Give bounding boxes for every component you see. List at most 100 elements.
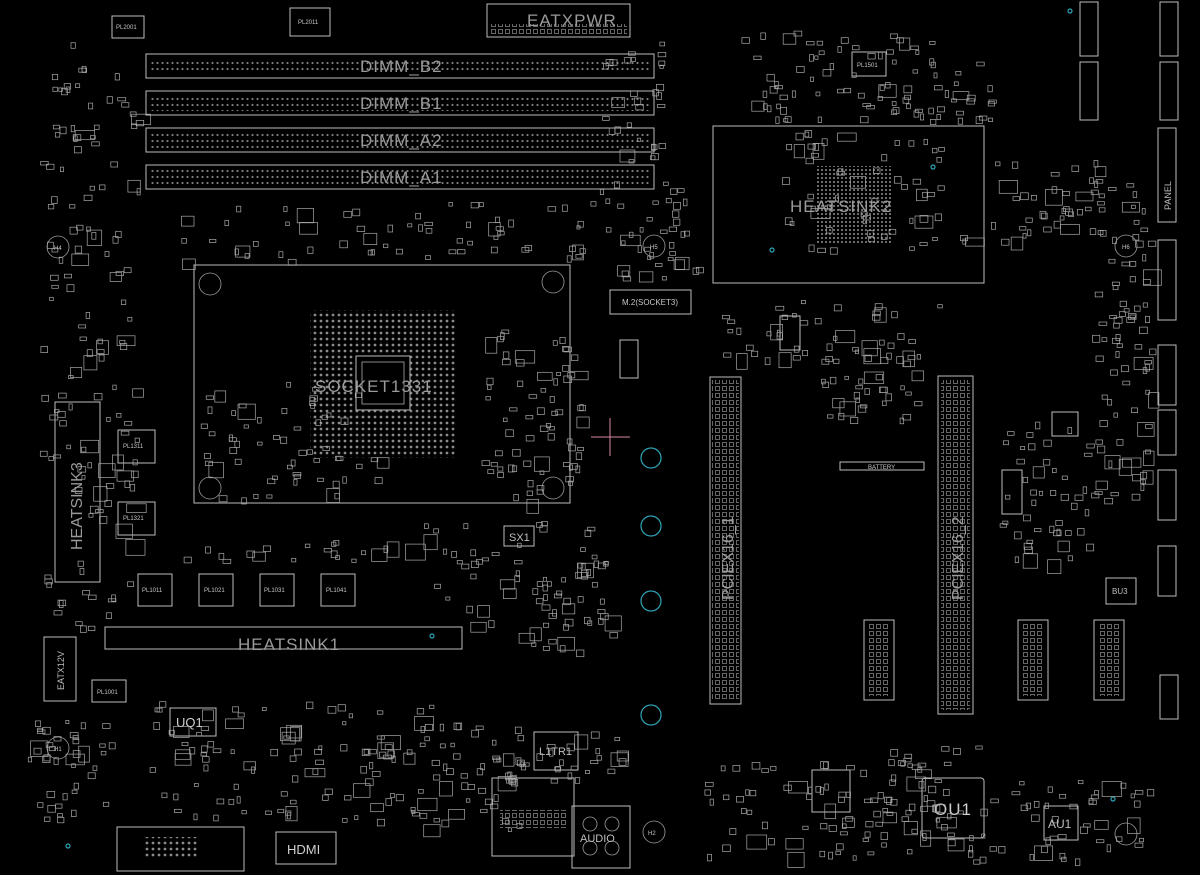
smd-pad: [800, 300, 806, 305]
smd-pad: [1019, 781, 1025, 786]
smd-pad: [785, 838, 804, 850]
smd-pad: [656, 92, 662, 100]
smd-pad: [779, 94, 788, 101]
smd-pad: [547, 206, 557, 212]
smd-pad: [903, 821, 918, 836]
smd-pad: [370, 457, 379, 463]
smd-pad: [764, 357, 771, 366]
smd-pad: [880, 832, 888, 840]
smd-pad: [1092, 334, 1101, 343]
audio-jack[interactable]: AUDIO: [571, 805, 631, 869]
smd-pad: [908, 803, 916, 812]
smd-pad: [415, 212, 421, 220]
smd-pad: [79, 336, 87, 341]
smd-pad: [368, 748, 377, 755]
smd-pad: [356, 463, 363, 470]
smd-pad: [998, 846, 1006, 854]
smd-pad: [93, 393, 103, 401]
smd-pad: [541, 604, 551, 611]
smd-pad: [825, 227, 833, 234]
eatx12v-connector[interactable]: EATX12V: [43, 636, 77, 702]
smd-pad: [453, 722, 463, 730]
smd-pad: [72, 738, 80, 745]
cpu-socket[interactable]: SOCKET1331: [193, 264, 571, 504]
pciex16-1-slot[interactable]: PCIEX16_1: [709, 376, 742, 705]
smd-pad: [1035, 421, 1041, 430]
smd-pad: [1132, 474, 1141, 482]
smd-pad: [888, 228, 897, 235]
hdmi-port[interactable]: HDMI: [275, 831, 337, 865]
smd-pad: [569, 463, 578, 470]
smd-pad: [1061, 475, 1068, 480]
smd-pad: [622, 276, 632, 282]
smd-pad: [652, 200, 659, 205]
smd-pad: [280, 791, 288, 797]
smd-pad: [69, 226, 78, 235]
smd-pad: [857, 405, 867, 413]
smd-pad: [44, 578, 53, 585]
smd-pad: [914, 401, 923, 407]
smd-pad: [234, 458, 242, 465]
smd-pad: [57, 411, 66, 418]
smd-pad: [1020, 192, 1029, 201]
smd-pad: [817, 247, 826, 253]
smd-pad: [574, 777, 581, 784]
smd-pad: [225, 718, 244, 729]
smd-pad: [624, 57, 632, 64]
smd-pad: [515, 570, 520, 577]
smd-pad: [540, 521, 548, 526]
smd-pad: [1034, 845, 1053, 861]
smd-pad: [607, 768, 616, 775]
eatxpwr-connector[interactable]: EATXPWR: [486, 3, 631, 38]
dvi-port[interactable]: [116, 826, 245, 872]
dimm-slot-a2[interactable]: DIMM_A2: [145, 127, 655, 153]
smd-pad: [517, 735, 525, 742]
smd-pad: [414, 716, 434, 731]
dimm-slot-a1[interactable]: DIMM_A1: [145, 164, 655, 190]
smd-pad: [863, 348, 881, 365]
smd-pad: [299, 222, 318, 235]
smd-pad: [121, 102, 130, 108]
smd-pad: [639, 227, 644, 233]
smd-pad: [546, 581, 552, 587]
smd-pad: [962, 238, 967, 245]
smd-pad: [481, 557, 489, 562]
smd-pad: [1080, 826, 1088, 834]
smd-pad: [1043, 226, 1052, 233]
right-headers[interactable]: PANEL: [1079, 1, 1179, 720]
smd-pad: [835, 195, 839, 202]
smd-pad: [1145, 389, 1150, 395]
smd-pad: [621, 240, 626, 246]
lan-usb-port[interactable]: [491, 777, 575, 857]
smd-pad: [119, 340, 126, 345]
smd-pad: [96, 349, 105, 354]
smd-pad: [1096, 839, 1105, 844]
smd-pad: [774, 81, 779, 89]
smd-pad: [81, 65, 87, 73]
smd-pad: [253, 241, 259, 247]
smd-pad: [928, 107, 934, 115]
smd-pad: [782, 177, 790, 185]
smd-pad: [419, 742, 426, 747]
battery-holder: BATTERY: [839, 461, 925, 471]
smd-pad: [99, 516, 108, 524]
au1-label: AU1: [1048, 817, 1072, 831]
smd-pad: [386, 541, 400, 558]
smd-pad: [1133, 219, 1140, 225]
smd-pad: [98, 463, 116, 478]
pciex16-2-slot[interactable]: PCIEX16_2: [937, 375, 974, 715]
eatxpwr-label: EATXPWR: [527, 11, 617, 30]
smd-pad: [291, 557, 297, 563]
dimm-slot-b1[interactable]: DIMM_B1: [145, 90, 655, 116]
smd-pad: [591, 554, 598, 560]
smd-pad: [845, 816, 854, 822]
smd-pad: [941, 824, 948, 831]
smd-pad: [490, 462, 498, 467]
dimm-slot-b2[interactable]: DIMM_B2: [145, 53, 655, 79]
smd-pad: [563, 597, 571, 606]
pin-headers[interactable]: [619, 315, 1125, 813]
m2-socket[interactable]: M.2(SOCKET3): [609, 289, 692, 315]
smd-pad: [890, 33, 898, 39]
smd-pad: [434, 583, 441, 589]
smd-pad: [979, 856, 987, 864]
